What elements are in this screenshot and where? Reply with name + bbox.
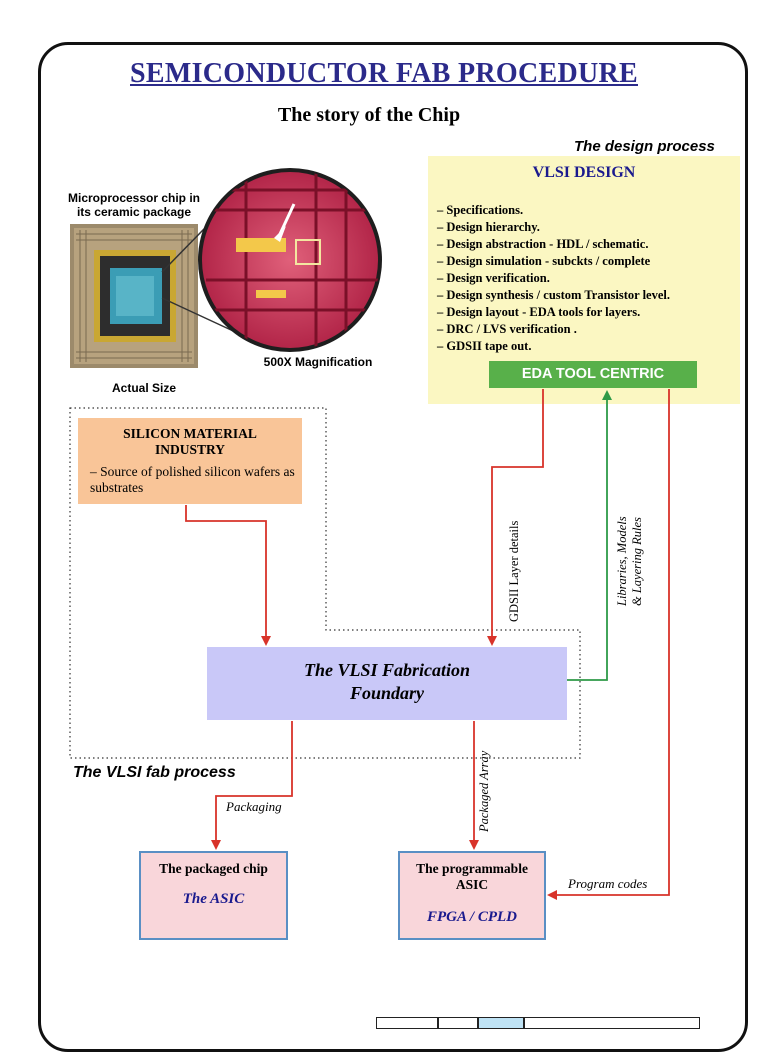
design-step: – GDSII tape out. [437,339,532,353]
magnification-label: 500X Magnification [264,355,373,369]
page-nav-tab[interactable] [438,1017,478,1029]
design-process-label: The design process [574,138,715,155]
vlsi-design-heading: VLSI DESIGN [532,164,636,181]
silicon-heading-line1: SILICON MATERIAL [123,426,257,441]
actual-size-label: Actual Size [112,381,176,395]
programmable-heading-line1: The programmable [416,861,528,876]
asic-label: The ASIC [182,891,245,907]
packaged-chip-heading: The packaged chip [159,861,268,876]
design-step: – Design layout - EDA tools for layers. [437,305,641,319]
chip-caption-line1: Microprocessor chip in [68,191,200,205]
chip-package [70,224,198,368]
page-title: SEMICONDUCTOR FAB PROCEDURE [130,58,638,89]
magnified-die [198,168,382,352]
vlsi-design-box: VLSI DESIGN – Specifications. – Design h… [428,156,740,404]
design-step: – Specifications. [437,203,524,217]
silicon-heading-line2: INDUSTRY [154,442,226,457]
design-step: – Design hierarchy. [437,220,540,234]
design-step: – Design simulation - subckts / complete [437,254,651,268]
design-step: – Design synthesis / custom Transistor l… [437,288,670,302]
design-step: – Design verification. [437,271,550,285]
programmable-asic-heading: The programmable ASIC [400,861,544,893]
chip-illustration: Microprocessor chip in its ceramic packa… [66,130,418,398]
fab-process-label: The VLSI fab process [73,764,236,781]
design-step: – Design abstraction - HDL / schematic. [437,237,649,251]
fabrication-foundry-box: The VLSI Fabrication Foundary [207,647,567,720]
packaged-chip-box: The packaged chip The ASIC [139,851,288,940]
foundry-label: The VLSI Fabrication Foundary [207,659,567,705]
foundry-line2: Foundary [349,683,425,703]
silicon-industry-description: – Source of polished silicon wafers as s… [90,464,295,495]
page-nav-tab-active[interactable] [478,1017,524,1029]
fpga-cpld-label: FPGA / CPLD [426,909,517,925]
programmable-heading-line2: ASIC [455,877,489,892]
silicon-industry-box: SILICON MATERIAL INDUSTRY – Source of po… [78,418,302,504]
programmable-asic-box: The programmable ASIC FPGA / CPLD [398,851,546,940]
design-step: – DRC / LVS verification . [437,322,577,336]
vlsi-design-steps: – Specifications. – Design hierarchy. – … [437,202,670,355]
chip-caption-line2: its ceramic package [77,205,191,219]
silicon-industry-heading: SILICON MATERIAL INDUSTRY [78,426,302,458]
page-nav-tab[interactable] [376,1017,438,1029]
chip-photo: Microprocessor chip in its ceramic packa… [66,130,418,398]
eda-tool-centric-box: EDA TOOL CENTRIC [489,361,697,388]
page-nav-tab[interactable] [524,1017,700,1029]
foundry-line1: The VLSI Fabrication [303,660,471,680]
page-subtitle: The story of the Chip [277,104,461,126]
